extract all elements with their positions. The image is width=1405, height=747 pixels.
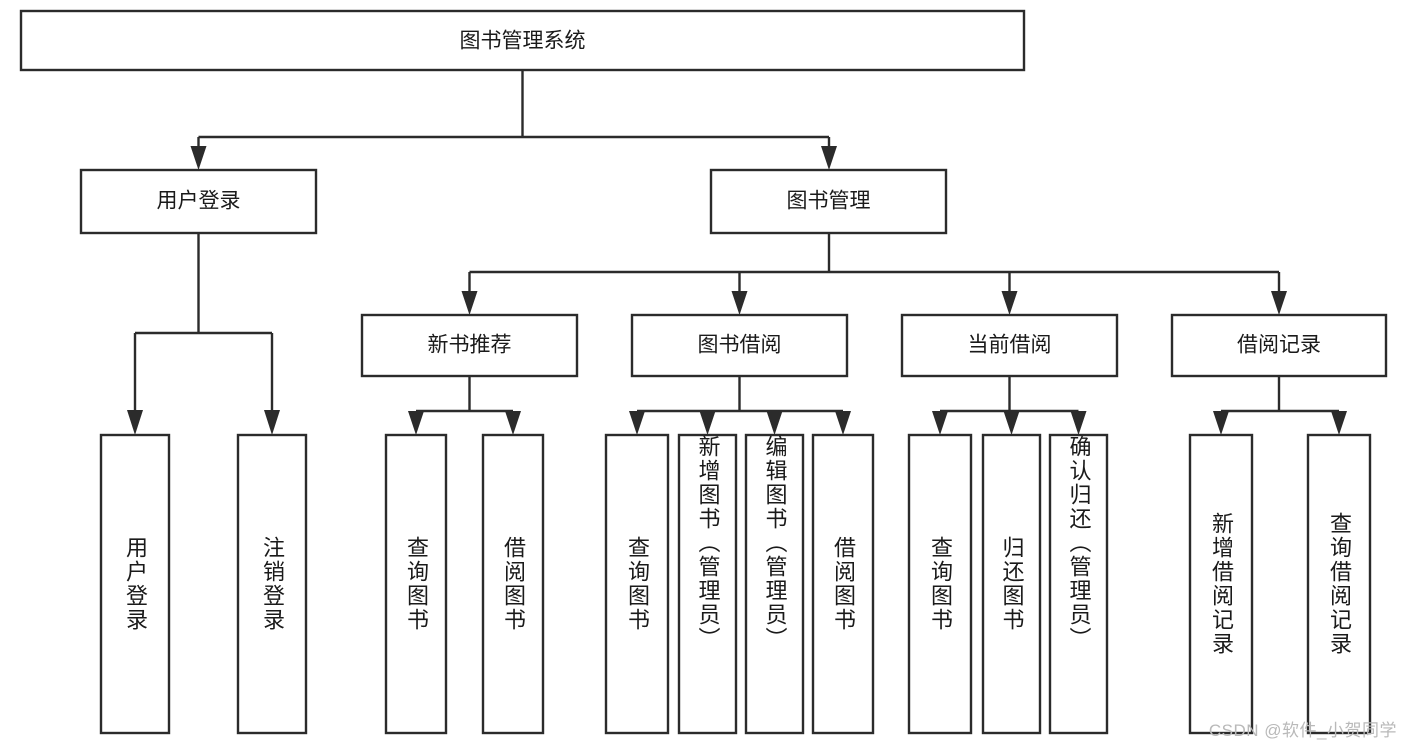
node-user-login[interactable]: 用户登录: [79, 168, 318, 235]
arrow-head-leaf-book-borrow-2: [766, 411, 783, 435]
leaf-rect-user-login-0[interactable]: [99, 433, 171, 735]
node-book-management[interactable]: 图书管理: [709, 168, 948, 235]
node-borrow-records-label: 借阅记录: [1237, 334, 1321, 357]
node-new-book-recommend-rect[interactable]: [360, 313, 579, 378]
connector-group-root: [190, 70, 837, 170]
leaf-rect-current-borrow-0[interactable]: [907, 433, 973, 735]
arrow-head-user-login: [190, 146, 207, 170]
node-new-book-recommend-label: 新书推荐: [428, 334, 512, 357]
node-book-management-rect[interactable]: [709, 168, 948, 235]
node-borrow-records[interactable]: 借阅记录: [1170, 313, 1388, 378]
arrow-head-leaf-book-borrow-3: [835, 411, 851, 435]
node-root-label: 图书管理系统: [460, 30, 586, 53]
arrow-head-book-mgmt: [821, 146, 837, 170]
node-new-book-recommend[interactable]: 新书推荐: [360, 313, 579, 378]
node-book-borrow[interactable]: 图书借阅: [630, 313, 849, 378]
arrow-head-leaf-book-borrow-1: [699, 411, 716, 435]
node-root[interactable]: 图书管理系统: [19, 9, 1026, 72]
arrow-head-leaf-borrow-records-0: [1213, 411, 1229, 435]
arrow-head-leaf-current-borrow-0: [932, 411, 948, 435]
connector-group-current-borrow: [932, 376, 1087, 435]
arrow-head-leaf-book-borrow-0: [629, 411, 645, 435]
leaf-rect-current-borrow-2[interactable]: [1048, 433, 1109, 735]
node-current-borrow[interactable]: 当前借阅: [900, 313, 1119, 378]
node-borrow-records-rect[interactable]: [1170, 313, 1388, 378]
node-current-borrow-label: 当前借阅: [968, 334, 1052, 357]
node-book-borrow-label: 图书借阅: [698, 334, 782, 357]
leaf-rect-book-borrow-1[interactable]: [677, 433, 738, 735]
leaf-rect-current-borrow-1[interactable]: [981, 433, 1042, 735]
leaf-rect-new-book-recommend-1[interactable]: [481, 433, 545, 735]
arrow-head-book-borrow: [731, 291, 748, 315]
connector-group-borrow-records: [1213, 376, 1347, 435]
connector-group-book-borrow: [629, 376, 851, 435]
leaf-rect-book-borrow-3[interactable]: [811, 433, 875, 735]
node-current-borrow-rect[interactable]: [900, 313, 1119, 378]
leaf-rect-user-login-1[interactable]: [236, 433, 308, 735]
node-root-rect[interactable]: [19, 9, 1026, 72]
connector-group-user-login: [127, 233, 280, 435]
csdn-watermark: CSDN @软件_小贺同学: [1208, 721, 1397, 740]
leaf-rect-borrow-records-1[interactable]: [1306, 433, 1372, 735]
arrow-head-leaf-user-login-0: [127, 410, 143, 435]
arrow-head-leaf-new-book-0: [408, 411, 424, 435]
arrow-head-leaf-current-borrow-1: [1003, 411, 1020, 435]
node-book-management-label: 图书管理: [787, 190, 871, 213]
arrow-head-leaf-current-borrow-2: [1070, 411, 1087, 435]
node-book-borrow-rect[interactable]: [630, 313, 849, 378]
leaf-box-group: [99, 433, 1372, 735]
leaf-rect-book-borrow-0[interactable]: [604, 433, 670, 735]
node-user-login-rect[interactable]: [79, 168, 318, 235]
arrow-head-leaf-new-book-1: [505, 411, 521, 435]
arrow-head-borrow-records: [1271, 291, 1287, 315]
leaf-rect-new-book-recommend-0[interactable]: [384, 433, 448, 735]
arrow-head-leaf-user-login-1: [264, 410, 280, 435]
leaf-rect-book-borrow-2[interactable]: [744, 433, 805, 735]
arrow-head-leaf-borrow-records-1: [1331, 411, 1347, 435]
arrow-head-current-borrow: [1001, 291, 1018, 315]
arrow-head-new-book: [461, 291, 478, 315]
leaf-rect-borrow-records-0[interactable]: [1188, 433, 1254, 735]
connector-group-new-book: [408, 376, 521, 435]
node-user-login-label: 用户登录: [157, 190, 241, 213]
connector-group-book-mgmt: [461, 233, 1287, 315]
